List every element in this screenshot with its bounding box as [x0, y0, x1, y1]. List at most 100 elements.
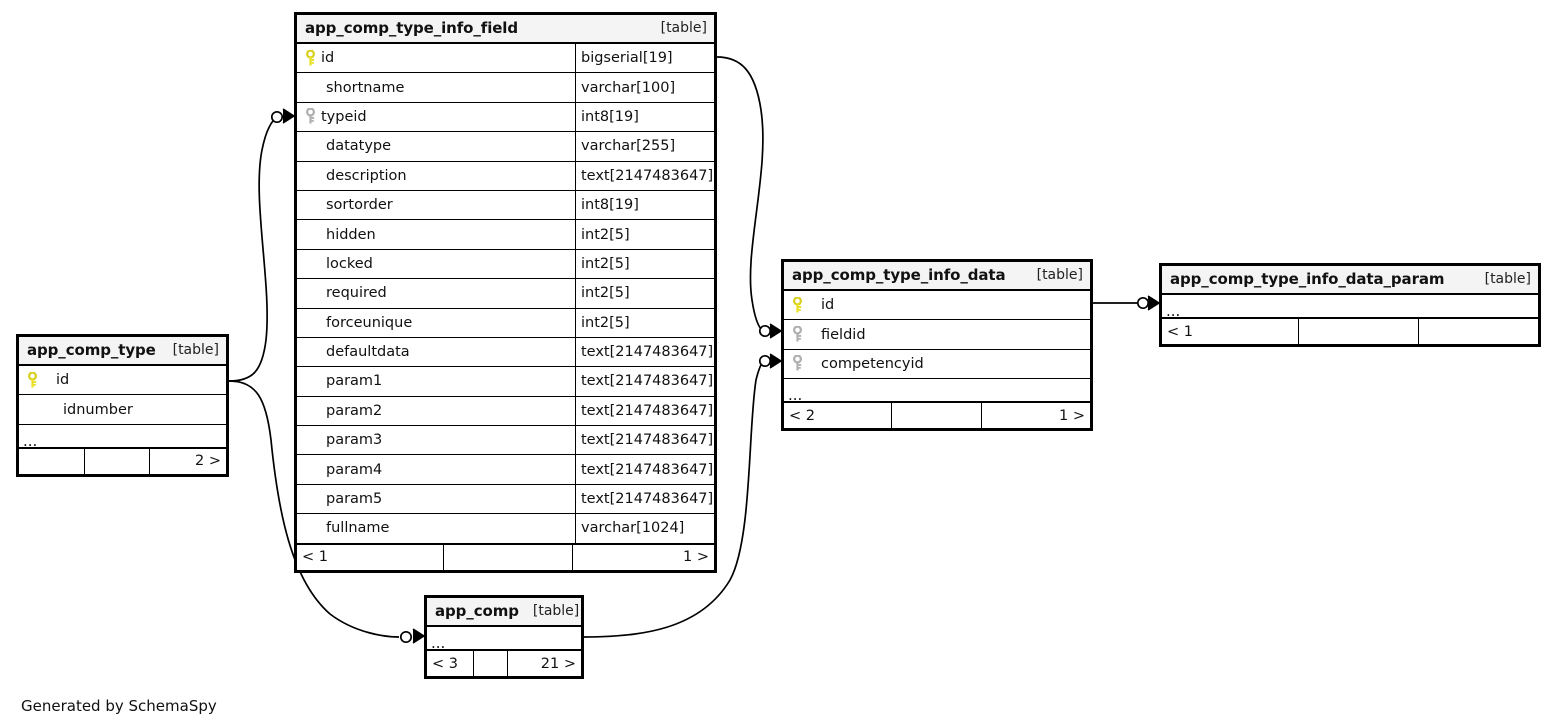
column-name-cell: locked [297, 250, 575, 278]
table-header: app_comp_type [table] [19, 337, 226, 366]
table-row[interactable]: description text[2147483647] [297, 161, 714, 191]
column-label: shortname [326, 79, 405, 96]
column-type-cell: varchar[100] [575, 73, 714, 102]
foreign-key-icon [304, 107, 317, 125]
column-type-cell: text[2147483647] [575, 426, 714, 455]
table-app_comp[interactable]: app_comp [table] ... < 3 21 > [424, 595, 584, 679]
table-row[interactable]: typeid int8[19] [297, 102, 714, 133]
table-row[interactable]: sortorder int8[19] [297, 190, 714, 221]
table-row[interactable]: competencyid [784, 350, 1090, 380]
column-name-cell: param4 [297, 455, 575, 483]
table-row[interactable]: param3 text[2147483647] [297, 426, 714, 456]
column-label: id [56, 372, 70, 389]
table-row[interactable]: id [784, 291, 1090, 321]
table-row[interactable]: param2 text[2147483647] [297, 396, 714, 427]
column-type-cell: text[2147483647] [575, 455, 714, 484]
column-type-cell: int8[19] [575, 102, 714, 132]
column-type-cell: text[2147483647] [575, 161, 714, 190]
column-label: hidden [326, 226, 376, 243]
table-app_comp_type[interactable]: app_comp_type [table] id idnumber ... 2 … [16, 334, 229, 477]
table-type-tag: [table] [660, 20, 707, 36]
edge-info_data-to-info_data_param [1093, 295, 1160, 311]
table-row[interactable]: fieldid [784, 320, 1090, 350]
column-label: id [321, 50, 335, 67]
table-row[interactable]: forceunique int2[5] [297, 308, 714, 338]
column-type-cell: int2[5] [575, 279, 714, 308]
table-row[interactable]: param4 text[2147483647] [297, 455, 714, 485]
table-footer: < 1 [1162, 318, 1538, 344]
table-app_comp_type_info_data_param[interactable]: app_comp_type_info_data_param [table] ..… [1159, 263, 1541, 347]
column-type-cell: text[2147483647] [575, 367, 714, 396]
primary-key-icon [791, 296, 804, 314]
table-title: app_comp_type_info_data [792, 266, 1006, 284]
column-type-cell: int2[5] [575, 220, 714, 249]
footer-parent-count: < 1 [1162, 319, 1299, 344]
generated-by-label: Generated by SchemaSpy [21, 697, 217, 715]
column-label: fullname [326, 520, 390, 537]
more-columns-indicator: ... [1162, 295, 1538, 319]
foreign-key-icon [791, 354, 804, 372]
table-row[interactable]: required int2[5] [297, 279, 714, 309]
table-title: app_comp_type_info_data_param [1170, 270, 1445, 288]
column-type-cell: bigserial[19] [575, 44, 714, 73]
edge-app_comp_type-to-info_field-typeid [228, 108, 295, 382]
table-type-tag: [table] [532, 603, 580, 619]
table-row[interactable]: id [19, 366, 226, 396]
primary-key-icon [304, 49, 317, 67]
table-row[interactable]: param5 text[2147483647] [297, 484, 714, 515]
table-row[interactable]: id bigserial[19] [297, 44, 714, 74]
column-type-cell: varchar[255] [575, 132, 714, 161]
footer-parent-count: < 3 [427, 651, 474, 676]
edge-info_field-id-to-info_data-fieldid [716, 56, 782, 339]
table-row[interactable]: shortname varchar[100] [297, 73, 714, 103]
column-type-cell: int8[19] [575, 190, 714, 220]
footer-child-count: 1 > [683, 549, 709, 566]
column-type-cell: int2[5] [575, 308, 714, 337]
column-name-cell: required [297, 279, 575, 307]
table-footer: < 1 1 > [297, 543, 714, 570]
footer-middle [1299, 319, 1419, 344]
column-label: description [326, 167, 407, 184]
table-row[interactable]: datatype varchar[255] [297, 132, 714, 162]
column-label: competencyid [821, 355, 924, 372]
column-name-cell: hidden [297, 220, 575, 248]
column-label: locked [326, 255, 373, 272]
primary-key-icon [26, 371, 39, 389]
column-label: defaultdata [326, 344, 410, 361]
table-footer: < 2 1 > [784, 402, 1090, 429]
footer-parent-count: < 1 [297, 544, 444, 570]
column-name-cell: defaultdata [297, 338, 575, 366]
table-app_comp_type_info_field[interactable]: app_comp_type_info_field [table] id bigs… [294, 12, 717, 573]
footer-middle [474, 651, 508, 676]
column-type-cell: text[2147483647] [575, 396, 714, 426]
table-row[interactable]: param1 text[2147483647] [297, 367, 714, 397]
table-row[interactable]: fullname varchar[1024] [297, 514, 714, 544]
footer-middle [85, 448, 150, 474]
table-title: app_comp_type_info_field [305, 19, 518, 37]
table-row[interactable]: idnumber [19, 395, 226, 425]
column-name-cell: param2 [297, 397, 575, 425]
column-label: id [821, 297, 835, 314]
column-label: forceunique [326, 314, 413, 331]
footer-middle [444, 544, 573, 570]
table-row[interactable]: locked int2[5] [297, 249, 714, 280]
footer-middle [892, 403, 982, 429]
table-row[interactable]: hidden int2[5] [297, 220, 714, 250]
column-type-cell: varchar[1024] [575, 514, 714, 543]
column-name-cell: id [784, 291, 1090, 319]
table-app_comp_type_info_data[interactable]: app_comp_type_info_data [table] id field… [781, 259, 1093, 432]
column-name-cell: fieldid [784, 320, 1090, 348]
column-type-cell: text[2147483647] [575, 484, 714, 514]
more-columns-indicator: ... [19, 425, 226, 448]
table-row[interactable]: defaultdata text[2147483647] [297, 337, 714, 368]
column-name-cell: datatype [297, 132, 575, 160]
table-header: app_comp_type_info_data [table] [784, 262, 1090, 291]
column-label: datatype [326, 138, 392, 155]
table-type-tag: [table] [1484, 271, 1531, 287]
table-footer: < 3 21 > [427, 650, 581, 676]
footer-parent-count [19, 448, 85, 474]
column-name-cell: fullname [297, 514, 575, 542]
more-columns-indicator: ... [784, 379, 1090, 403]
